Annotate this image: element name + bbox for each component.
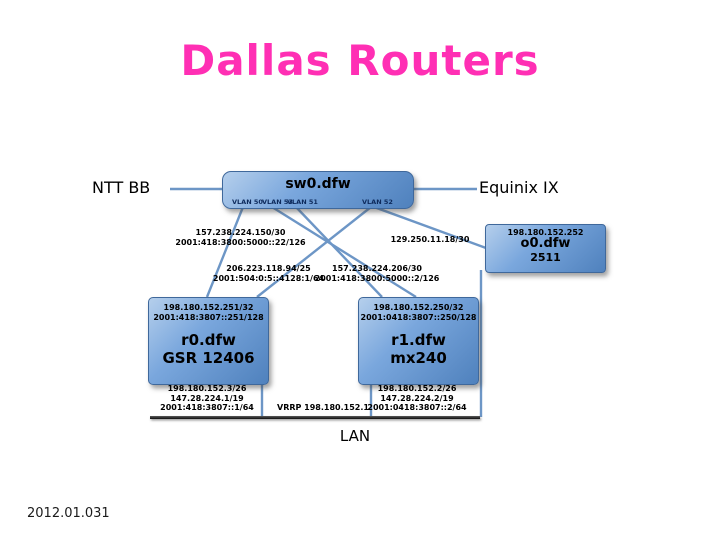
lan-addrs-r1: 198.180.152.2/26 147.28.224.2/19 2001:04… (352, 384, 482, 413)
lan-addrs-r0-ipv4: 198.180.152.3/26 (167, 384, 247, 393)
wire-sw0-to-r0-b (256, 206, 372, 298)
vlan-52-label: VLAN 52 (362, 198, 393, 206)
r0-ipv4: 198.180.152.251/32 (163, 303, 254, 312)
r1-model: mx240 (390, 349, 447, 367)
vlan-50-label: VLAN 50 (232, 198, 263, 206)
lan-addrs-r0: 198.180.152.3/26 147.28.224.1/19 2001:41… (142, 384, 272, 413)
r1-hostname: r1.dfw (391, 331, 446, 349)
ntt-bb-label: NTT BB (92, 178, 151, 197)
r1-ipv4: 198.180.152.250/32 (373, 303, 464, 312)
r0-hostname: r0.dfw (181, 331, 236, 349)
slide-footer: 2012.01.031 (27, 506, 110, 521)
router-r0-box: 198.180.152.251/32 2001:418:3807::251/12… (148, 297, 269, 385)
lan-addrs-r1-ipv6: 2001:0418:3807::2/64 (367, 403, 467, 412)
slide-title: Dallas Routers (180, 36, 540, 85)
sw0-hostname: sw0.dfw (285, 176, 351, 192)
link-label-ix-r1: 157.238.224.206/30 2001:418:3800:5000::2… (302, 264, 452, 284)
wire-sw0-to-r0-a (205, 206, 245, 298)
r0-model: GSR 12406 (162, 349, 255, 367)
equinix-ix-label: Equinix IX (479, 178, 559, 197)
wire-sw0-to-o0 (373, 205, 487, 250)
lan-addrs-r0-ipv4b: 147.28.224.1/19 (170, 393, 244, 403)
link-label-ix-r1-ipv4: 157.238.224.206/30 (332, 264, 422, 273)
o0-model: 2511 (530, 251, 561, 264)
switch-sw0-box: sw0.dfw VLAN 50 VLAN 53 VLAN 51 VLAN 52 (222, 171, 414, 209)
wire-sw0-to-r1-a (271, 205, 417, 299)
lan-label: LAN (339, 427, 371, 445)
router-r1-box: 198.180.152.250/32 2001:0418:3807::250/1… (358, 297, 479, 385)
lan-segment-bar (150, 416, 480, 419)
link-label-ntt-r1-ipv4: 129.250.11.18/30 (390, 235, 470, 244)
vlan-51-label: VLAN 51 (287, 198, 318, 206)
o0-hostname: o0.dfw (520, 236, 571, 251)
r0-ipv6: 2001:418:3807::251/128 (153, 313, 264, 322)
link-label-ntt-r0-ipv4: 157.238.224.150/30 (195, 228, 286, 237)
vlan-53-label: VLAN 53 (262, 198, 293, 206)
link-label-ix-r1-ipv6: 2001:418:3800:5000::2/126 (314, 274, 440, 283)
lan-addrs-r1-ipv4: 198.180.152.2/26 (377, 384, 457, 393)
link-label-ntt-r0-ipv6: 2001:418:3800:5000::22/126 (175, 238, 306, 247)
wire-sw0-to-r1-b (295, 206, 383, 298)
link-label-ix-r0-ipv6: 2001:504:0:5::4128:1/64 (212, 274, 325, 283)
link-label-ix-r0-ipv4: 206.223.118.94/25 (226, 264, 311, 273)
link-label-ntt-r0: 157.238.224.150/30 2001:418:3800:5000::2… (168, 228, 313, 248)
o0-ip: 198.180.152.252 (507, 228, 584, 237)
lan-addrs-r1-ipv4b: 147.28.224.2/19 (380, 393, 454, 403)
link-label-ntt-r1: 129.250.11.18/30 (390, 235, 470, 245)
vrrp-label: VRRP 198.180.152.1 (277, 403, 369, 412)
link-label-ix-r0: 206.223.118.94/25 2001:504:0:5::4128:1/6… (196, 264, 341, 284)
console-o0-box: 198.180.152.252 o0.dfw 2511 (485, 224, 606, 273)
r1-ipv6: 2001:0418:3807::250/128 (360, 313, 477, 322)
lan-addrs-r0-ipv6: 2001:418:3807::1/64 (160, 403, 254, 412)
